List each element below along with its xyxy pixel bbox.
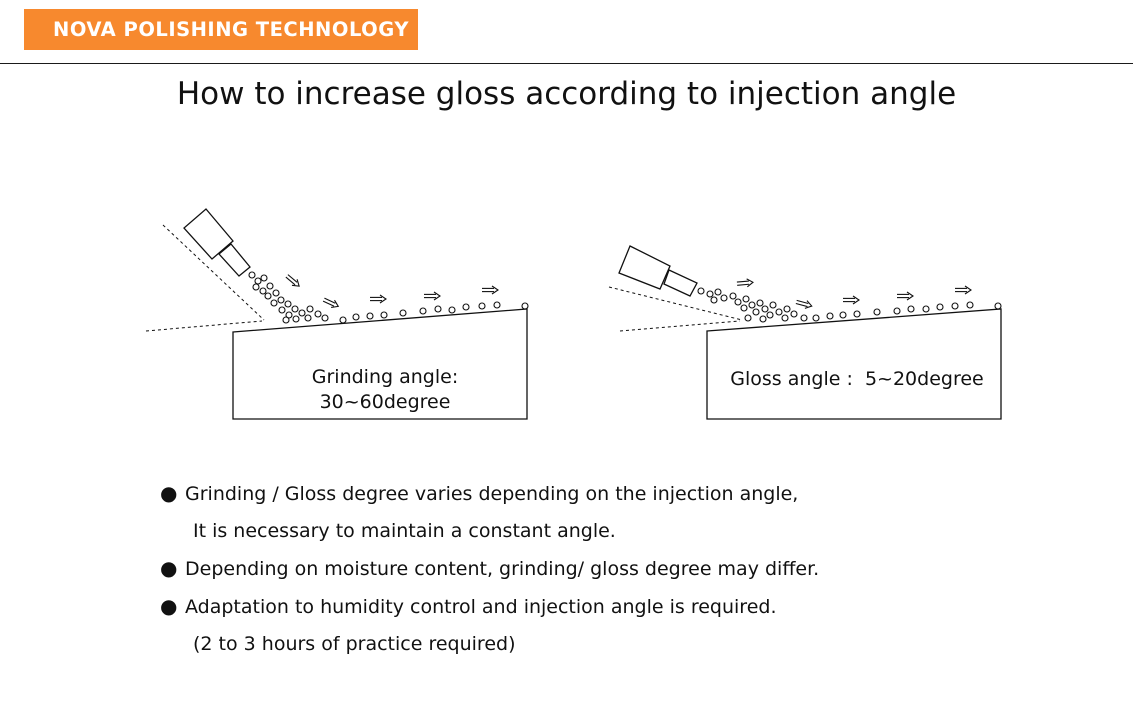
- brand-tag: NOVA POLISHING TECHNOLOGY: [24, 9, 418, 50]
- bullet-icon: ●: [160, 556, 178, 580]
- gloss-flow-arrows: [736, 278, 972, 309]
- grinding-flow-arrows: [285, 274, 499, 309]
- note-text: Adaptation to humidity control and injec…: [185, 596, 777, 618]
- notes-list: ● Grinding / Gloss degree varies dependin…: [160, 475, 1060, 663]
- gloss-workpiece: [706, 308, 1002, 420]
- gloss-injection-line: [608, 286, 743, 321]
- bullet-icon: ●: [160, 594, 178, 618]
- note-continuation-text: It is necessary to maintain a constant a…: [193, 520, 616, 542]
- grinding-particles: [248, 271, 529, 324]
- grinding-horizontal-reference: [145, 320, 263, 332]
- note-item: ● Grinding / Gloss degree varies dependin…: [160, 475, 1060, 513]
- page-title: How to increase gloss according to injec…: [176, 76, 957, 112]
- grinding-workpiece: [232, 308, 528, 420]
- note-continuation: (2 to 3 hours of practice required): [160, 626, 1060, 663]
- note-text: Depending on moisture content, grinding/…: [185, 558, 820, 580]
- gloss-nozzle-body: [618, 245, 671, 290]
- note-item: ● Depending on moisture content, grinding…: [160, 550, 1060, 588]
- gloss-nozzle-tip: [663, 269, 698, 297]
- grinding-angle-diagram: [145, 208, 529, 420]
- note-item: ● Adaptation to humidity control and inje…: [160, 588, 1060, 626]
- gloss-horizontal-reference: [619, 320, 741, 332]
- note-text: Grinding / Gloss degree varies depending…: [185, 483, 799, 505]
- note-continuation: It is necessary to maintain a constant a…: [160, 513, 1060, 550]
- header-divider: [0, 63, 1133, 64]
- gloss-particles: [697, 287, 1002, 323]
- note-continuation-text: (2 to 3 hours of practice required): [193, 633, 516, 655]
- gloss-angle-label: Gloss angle : 5~20degree: [730, 368, 983, 390]
- gloss-angle-diagram: [608, 245, 1002, 420]
- grinding-nozzle-body: [183, 208, 234, 260]
- grinding-nozzle-tip: [218, 243, 251, 277]
- grinding-angle-label-line1: Grinding angle:: [312, 366, 458, 388]
- bullet-icon: ●: [160, 481, 178, 505]
- grinding-angle-label-line2: 30~60degree: [320, 391, 451, 413]
- grinding-injection-line: [162, 224, 265, 321]
